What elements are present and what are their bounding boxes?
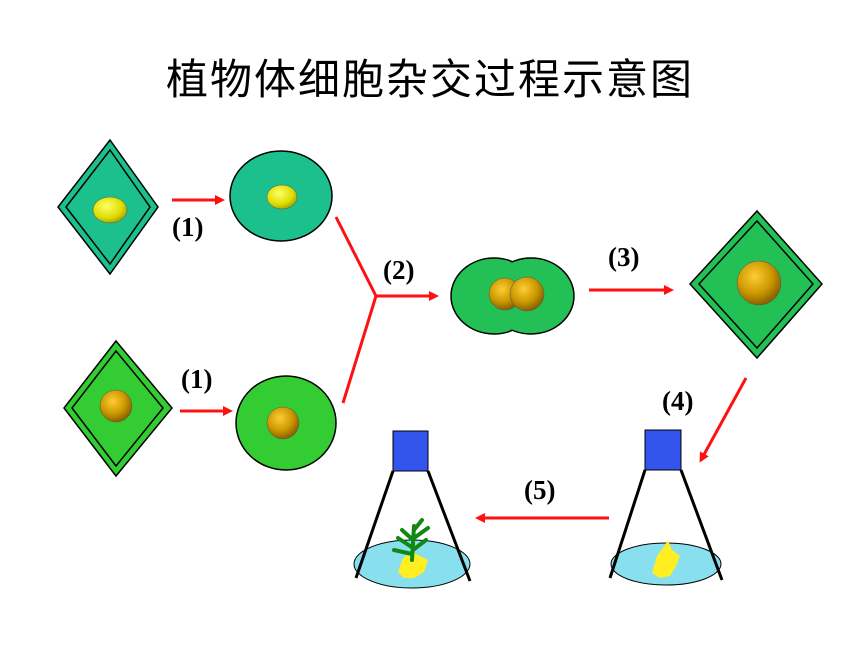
plant-cell-a bbox=[57, 138, 159, 276]
nucleus-a bbox=[92, 196, 128, 224]
fused-protoplast bbox=[450, 257, 575, 335]
flask-plantlet-stopper bbox=[392, 430, 429, 472]
label-step-4: (4) bbox=[662, 386, 693, 416]
nucleus-b bbox=[99, 389, 133, 423]
plant-cell-b bbox=[63, 339, 173, 478]
label-step-2: (2) bbox=[383, 255, 414, 285]
label-step-1-bottom: (1) bbox=[181, 364, 212, 394]
flask-callus bbox=[608, 429, 724, 586]
hybrid-nucleus bbox=[736, 260, 782, 306]
plantlet-shoot bbox=[392, 518, 430, 562]
flask-plantlet bbox=[353, 430, 472, 589]
fusion-connector bbox=[334, 216, 439, 404]
protoplast-a-nucleus bbox=[266, 184, 298, 210]
fused-nucleus-right bbox=[509, 276, 545, 312]
arrow-step-4 bbox=[699, 377, 748, 463]
flask-callus-stopper bbox=[644, 429, 682, 471]
label-step-3: (3) bbox=[608, 242, 639, 272]
page-title: 植物体细胞杂交过程示意图 bbox=[165, 55, 694, 104]
hybrid-cell bbox=[688, 209, 824, 360]
callus bbox=[652, 540, 680, 578]
label-step-1-top: (1) bbox=[172, 212, 203, 242]
protoplast-b-nucleus bbox=[266, 406, 300, 440]
label-step-5: (5) bbox=[524, 475, 555, 505]
protoplast-a bbox=[229, 150, 333, 242]
plantlet-callus bbox=[398, 552, 428, 578]
protoplast-b bbox=[235, 375, 337, 471]
